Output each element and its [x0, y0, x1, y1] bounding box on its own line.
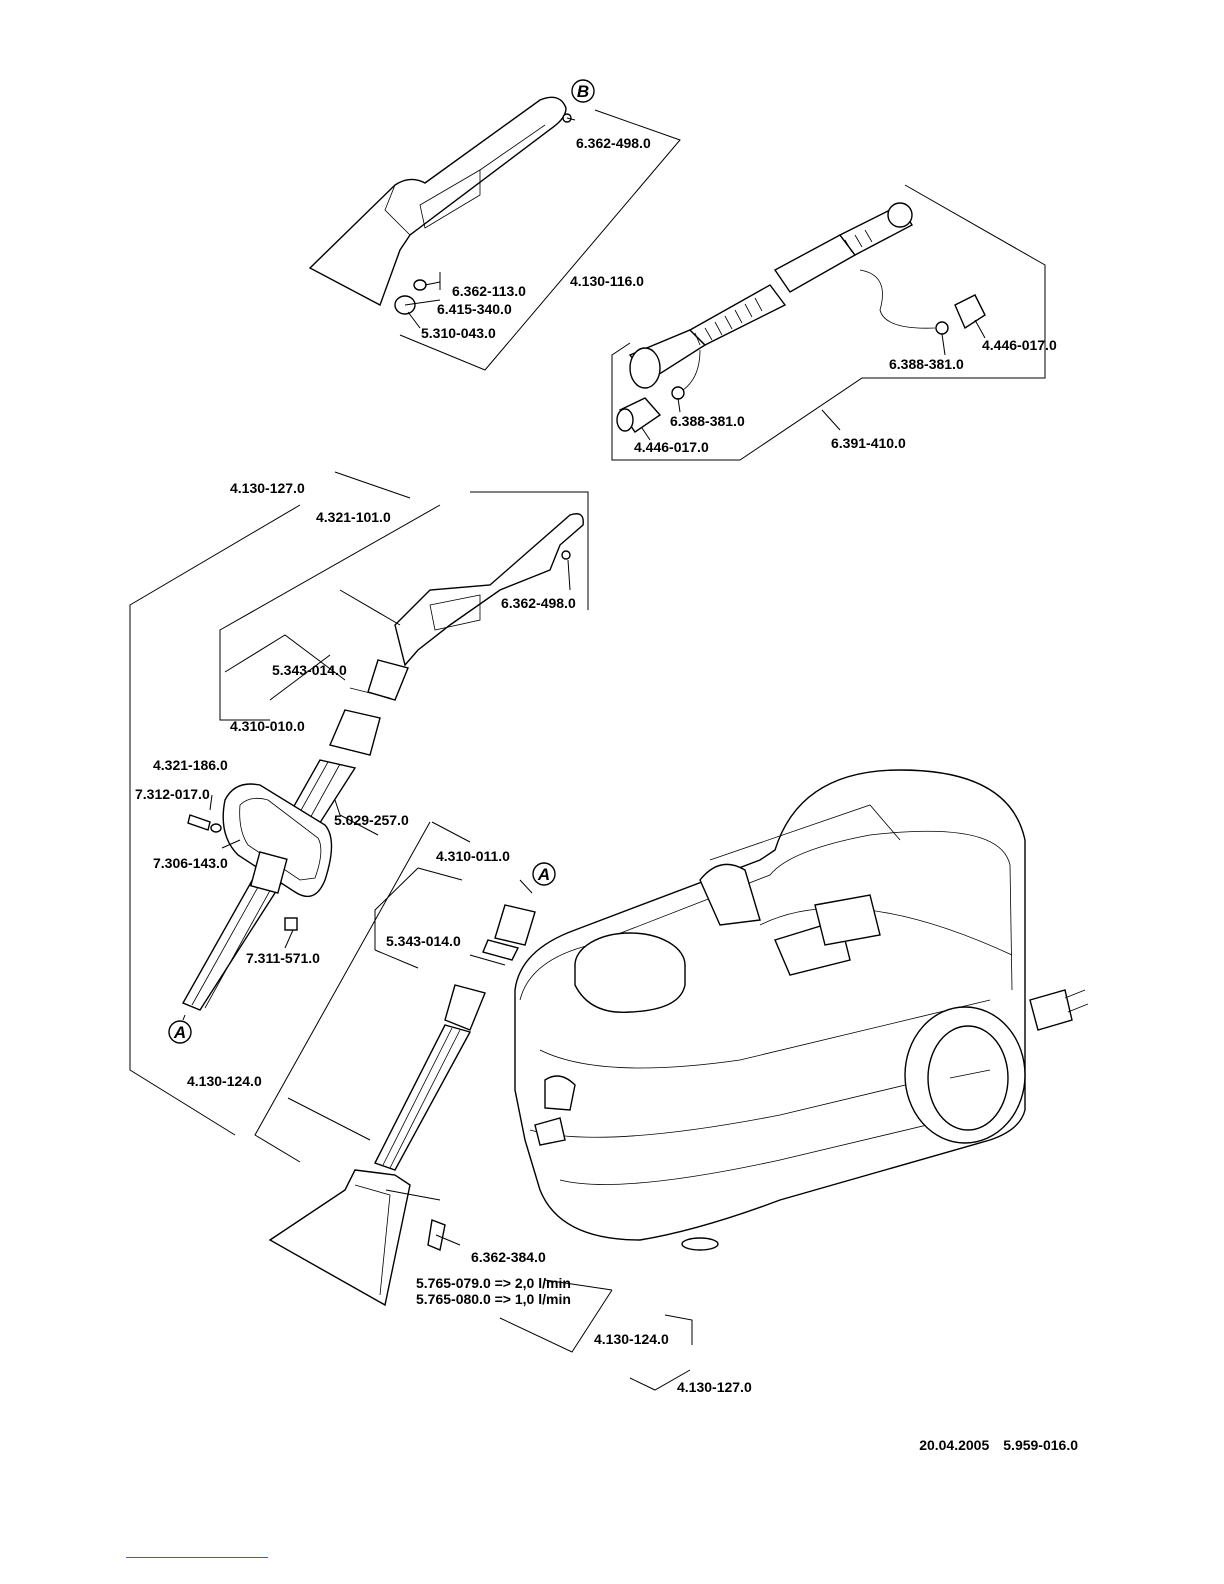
part-label: 5.343-014.0	[272, 662, 347, 678]
part-label: 7.311-571.0	[246, 950, 320, 966]
document-footer: 20.04.2005 5.959-016.0	[905, 1437, 1078, 1453]
part-label: 6.415-340.0	[437, 301, 512, 317]
svg-text:A: A	[537, 865, 550, 884]
part-label: 5.029-257.0	[334, 812, 409, 828]
bracket-4-130-127	[129, 471, 589, 1136]
part-label: 6.391-410.0	[831, 435, 906, 451]
svg-text:A: A	[173, 1023, 186, 1042]
part-label: 5.310-043.0	[421, 325, 496, 341]
cleaning-machine	[514, 769, 1089, 1251]
part-label: 6.362-384.0	[471, 1249, 546, 1265]
part-label: 4.321-186.0	[153, 757, 228, 773]
part-label: 4.446-017.0	[982, 337, 1057, 353]
part-label: 6.388-381.0	[670, 413, 745, 429]
bracket-4-130-124	[254, 821, 693, 1391]
part-label: 7.312-017.0	[135, 786, 210, 802]
part-labels: 6.362-498.0 4.130-116.0 6.362-113.0 6.41…	[135, 135, 1057, 1395]
part-label: 4.130-124.0	[594, 1331, 669, 1347]
bracket-4-130-116	[399, 109, 681, 371]
callout-b: B	[571, 79, 595, 103]
part-label: 4.130-116.0	[570, 273, 644, 289]
part-label: 4.130-124.0	[187, 1073, 262, 1089]
part-label: 4.130-127.0	[677, 1379, 752, 1395]
part-label: 4.310-010.0	[230, 718, 305, 734]
svg-text:B: B	[577, 82, 589, 101]
footnote-rule	[126, 1557, 268, 1558]
part-label: 5.343-014.0	[386, 933, 461, 949]
part-label: 6.388-381.0	[889, 356, 964, 372]
oval-handle	[187, 783, 333, 931]
footer-date: 20.04.2005	[919, 1437, 990, 1453]
hose-assembly	[616, 202, 986, 433]
part-label: 6.362-498.0	[501, 595, 576, 611]
hand-grip	[367, 513, 584, 701]
part-label: 4.446-017.0	[634, 439, 709, 455]
part-label: 6.362-498.0	[576, 135, 651, 151]
footer-doc-number: 5.959-016.0	[1003, 1437, 1078, 1453]
part-label: 4.310-011.0	[436, 848, 510, 864]
part-label: 5.765-079.0 => 2,0 l/min	[416, 1275, 571, 1291]
part-label: 6.362-113.0	[452, 283, 526, 299]
callout-a-lower: A	[168, 1020, 192, 1044]
part-label: 5.765-080.0 => 1,0 l/min	[416, 1291, 571, 1307]
callout-a-upper: A	[532, 862, 556, 886]
part-label: 4.321-101.0	[316, 509, 391, 525]
bracket-6-391-410	[611, 184, 1046, 461]
part-label: 4.130-127.0	[230, 480, 305, 496]
part-label: 7.306-143.0	[153, 855, 228, 871]
